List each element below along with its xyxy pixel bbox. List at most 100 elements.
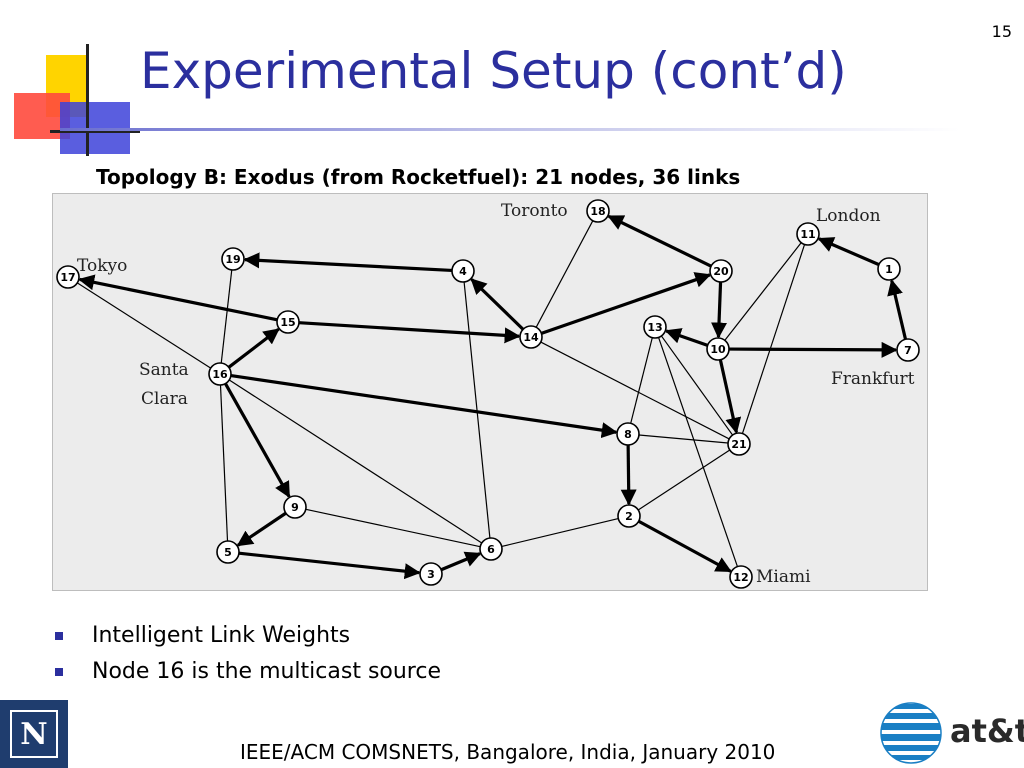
- att-globe-icon: [880, 702, 942, 764]
- node-circle: [276, 310, 300, 334]
- link-2-12: [637, 519, 732, 573]
- bullet-square-icon: [55, 668, 63, 676]
- node-circle: [877, 257, 901, 281]
- link-20-10: [711, 281, 728, 339]
- node-1: 1: [877, 257, 901, 281]
- link-16-17: [76, 282, 212, 369]
- link-8-2: [620, 444, 637, 506]
- link-9-5: [236, 511, 287, 547]
- slide-title: Experimental Setup (cont’d): [140, 42, 847, 100]
- place-label-toronto: Toronto: [501, 201, 568, 221]
- link-13-8: [630, 337, 653, 424]
- link-15-14: [298, 321, 521, 344]
- link-11-10: [724, 242, 802, 341]
- node-19: 19: [221, 247, 245, 271]
- unr-logo-mark: N: [10, 710, 58, 758]
- title-decoration: [14, 44, 140, 156]
- topology-links: [76, 214, 908, 580]
- link-9-6: [305, 508, 481, 548]
- node-circle: [706, 337, 730, 361]
- node-14: 14: [519, 325, 543, 349]
- node-label: 6: [487, 543, 495, 556]
- node-label: 10: [710, 343, 726, 356]
- bullet-text: Node 16 is the multicast source: [92, 659, 442, 684]
- node-20: 20: [709, 259, 733, 283]
- link-15-17: [78, 274, 278, 322]
- node-label: 12: [733, 571, 748, 584]
- node-circle: [221, 247, 245, 271]
- node-10: 10: [706, 337, 730, 361]
- node-circle: [727, 432, 751, 456]
- bullet-square-icon: [55, 632, 63, 640]
- link-14-21: [540, 341, 730, 440]
- node-circle: [586, 199, 610, 223]
- node-label: 18: [590, 205, 605, 218]
- node-7: 7: [896, 338, 920, 362]
- link-8-21: [638, 434, 729, 444]
- node-label: 2: [625, 510, 633, 523]
- place-label-miami: Miami: [756, 567, 811, 587]
- topology-subtitle: Topology B: Exodus (from Rocketfuel): 21…: [96, 165, 741, 189]
- node-21: 21: [727, 432, 751, 456]
- node-label: 3: [427, 568, 435, 581]
- link-4-6: [463, 281, 491, 539]
- node-8: 8: [616, 422, 640, 446]
- title-underline: [60, 128, 960, 131]
- link-10-21: [718, 359, 742, 434]
- node-label: 16: [212, 368, 228, 381]
- node-label: 15: [280, 316, 295, 329]
- link-13-12: [658, 337, 738, 567]
- node-9: 9: [283, 495, 307, 519]
- deco-horizontal-line: [50, 130, 140, 133]
- node-17: 17: [56, 265, 80, 289]
- place-label-tokyo: Tokyo: [77, 256, 127, 276]
- node-label: 4: [459, 265, 467, 278]
- node-circle: [617, 504, 641, 528]
- node-circle: [419, 562, 443, 586]
- link-10-13: [664, 328, 709, 347]
- link-16-6: [228, 379, 483, 544]
- node-18: 18: [586, 199, 610, 223]
- node-circle: [896, 338, 920, 362]
- node-circle: [796, 222, 820, 246]
- node-circle: [729, 565, 753, 589]
- footer-text: IEEE/ACM COMSNETS, Bangalore, India, Jan…: [240, 740, 776, 764]
- node-label: 17: [60, 271, 75, 284]
- link-16-15: [227, 328, 280, 369]
- node-label: 7: [904, 344, 912, 357]
- node-circle: [208, 362, 232, 386]
- node-label: 11: [800, 228, 815, 241]
- node-3: 3: [419, 562, 443, 586]
- node-13: 13: [643, 315, 667, 339]
- link-3-6: [440, 551, 482, 572]
- link-16-9: [224, 382, 291, 498]
- node-label: 8: [624, 428, 632, 441]
- place-label-santa: Santa: [139, 360, 189, 380]
- link-1-11: [817, 237, 880, 267]
- node-11: 11: [796, 222, 820, 246]
- link-11-21: [741, 244, 806, 434]
- slide-number: 15: [991, 22, 1012, 41]
- node-label: 9: [291, 501, 299, 514]
- node-circle: [451, 259, 475, 283]
- deco-vertical-line: [86, 44, 89, 156]
- node-label: 13: [647, 321, 662, 334]
- node-16: 16: [208, 362, 232, 386]
- link-13-21: [660, 335, 734, 436]
- link-16-8: [230, 374, 618, 439]
- unr-logo: N: [0, 700, 68, 768]
- node-6: 6: [479, 537, 503, 561]
- node-label: 14: [523, 331, 539, 344]
- node-label: 21: [731, 438, 746, 451]
- att-logo-text: at&t: [950, 712, 1024, 750]
- node-circle: [709, 259, 733, 283]
- node-2: 2: [617, 504, 641, 528]
- node-circle: [519, 325, 543, 349]
- link-7-1: [887, 279, 908, 340]
- link-20-18: [607, 214, 712, 268]
- node-circle: [616, 422, 640, 446]
- node-label: 1: [885, 263, 893, 276]
- place-labels: Toronto London Tokyo Santa Clara Frankfu…: [77, 201, 915, 587]
- link-14-4: [470, 278, 525, 331]
